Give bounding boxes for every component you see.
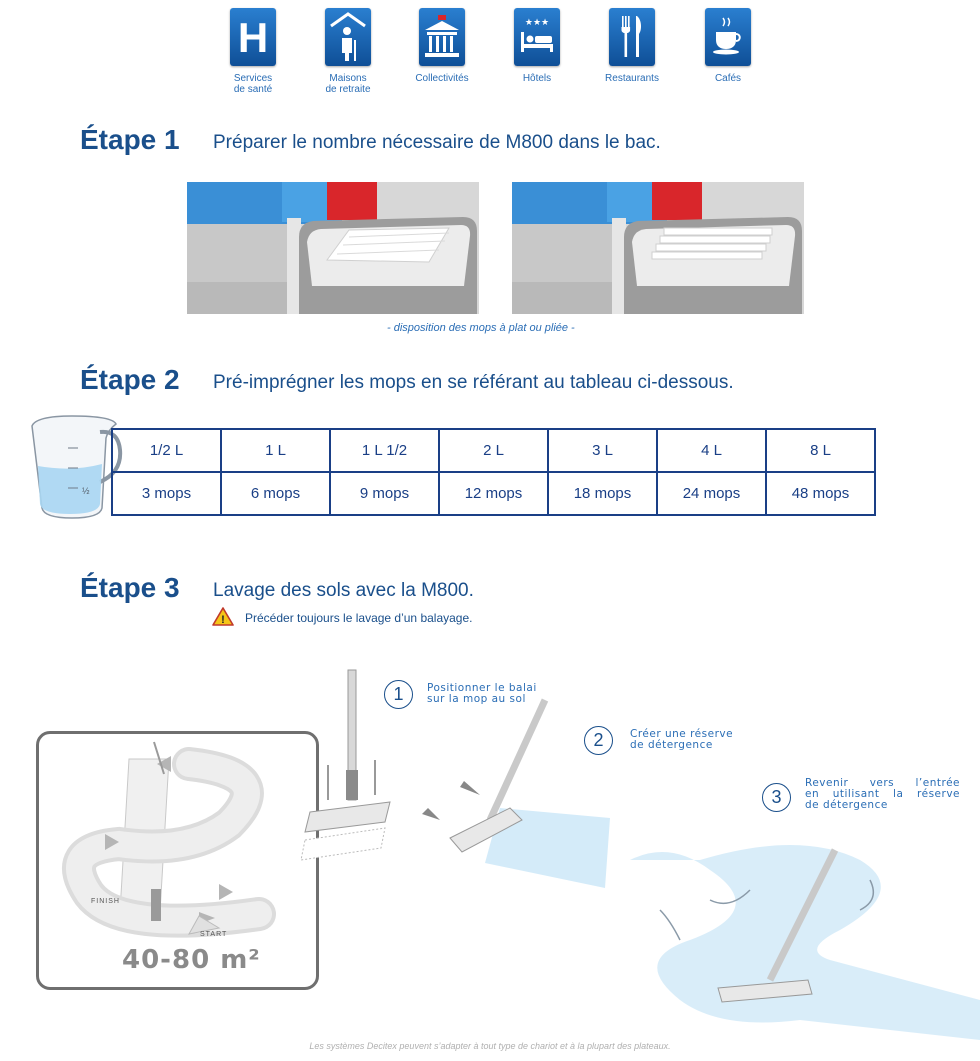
cart-flat-mops-illustration — [187, 182, 479, 314]
svg-text:!: ! — [221, 614, 225, 626]
step3-number: Étape 3 — [80, 572, 180, 603]
step3-text: Lavage des sols avec la M800. — [213, 580, 474, 601]
cart-folded-mops-illustration — [512, 182, 804, 314]
fork-knife-icon — [609, 8, 655, 66]
mop-sequence-illustration — [300, 669, 980, 1040]
jug-half-mark: ½ — [82, 486, 90, 496]
volume-cell: 1 L 1/2 — [329, 428, 440, 473]
table-row: 1/2 L 1 L 1 L 1/2 2 L 3 L 4 L 8 L — [111, 428, 876, 473]
mops-cell: 48 mops — [765, 471, 876, 516]
mops-cell: 18 mops — [547, 471, 658, 516]
volume-cell: 8 L — [765, 428, 876, 473]
step1-number: Étape 1 — [80, 124, 180, 155]
mops-cell: 6 mops — [220, 471, 331, 516]
svg-text:H: H — [238, 14, 268, 61]
finish-label: FINISH — [91, 898, 120, 905]
volume-cell: 1 L — [220, 428, 331, 473]
category-hotels: ★★★ Hôtels — [487, 8, 587, 84]
s-pattern-illustration — [62, 741, 276, 938]
step2-number: Étape 2 — [80, 364, 180, 395]
elderly-person-icon — [325, 8, 371, 66]
warning-icon: ! — [212, 607, 234, 626]
category-restaurants: Restaurants — [582, 8, 682, 84]
area-label: 40-80 m² — [122, 945, 261, 975]
instruction-3-number: 3 — [762, 783, 791, 812]
step2-text: Pré-imprégner les mops en se référant au… — [213, 372, 734, 393]
hotel-bed-icon: ★★★ — [514, 8, 560, 66]
footer-note: Les systèmes Decitex peuvent s’adapter à… — [309, 1041, 671, 1051]
category-cafes: Cafés — [678, 8, 778, 84]
mops-cell: 9 mops — [329, 471, 440, 516]
volume-cell: 3 L — [547, 428, 658, 473]
measuring-jug-icon: ½ — [31, 415, 123, 519]
svg-text:★★★: ★★★ — [525, 17, 549, 27]
mops-table: 1/2 L 1 L 1 L 1/2 2 L 3 L 4 L 8 L 3 mops… — [111, 428, 876, 516]
mops-cell: 3 mops — [111, 471, 222, 516]
mops-cell: 24 mops — [656, 471, 767, 516]
category-public: Collectivités — [392, 8, 492, 84]
volume-cell: 2 L — [438, 428, 549, 473]
mops-cell: 12 mops — [438, 471, 549, 516]
table-row: 3 mops 6 mops 9 mops 12 mops 18 mops 24 … — [111, 471, 876, 516]
step1-caption: - disposition des mops à plat ou pliée - — [387, 322, 575, 334]
instruction-2-number: 2 — [584, 726, 613, 755]
coffee-cup-icon — [705, 8, 751, 66]
start-label: START — [200, 931, 228, 938]
public-building-icon — [419, 8, 465, 66]
washing-pattern-box: FINISH START — [36, 731, 319, 990]
volume-cell: 1/2 L — [111, 428, 222, 473]
volume-cell: 4 L — [656, 428, 767, 473]
hospital-icon: H — [230, 8, 276, 66]
warning-text: Précéder toujours le lavage d’un balayag… — [245, 611, 473, 625]
instruction-1-number: 1 — [384, 680, 413, 709]
step1-text: Préparer le nombre nécessaire de M800 da… — [213, 132, 661, 153]
